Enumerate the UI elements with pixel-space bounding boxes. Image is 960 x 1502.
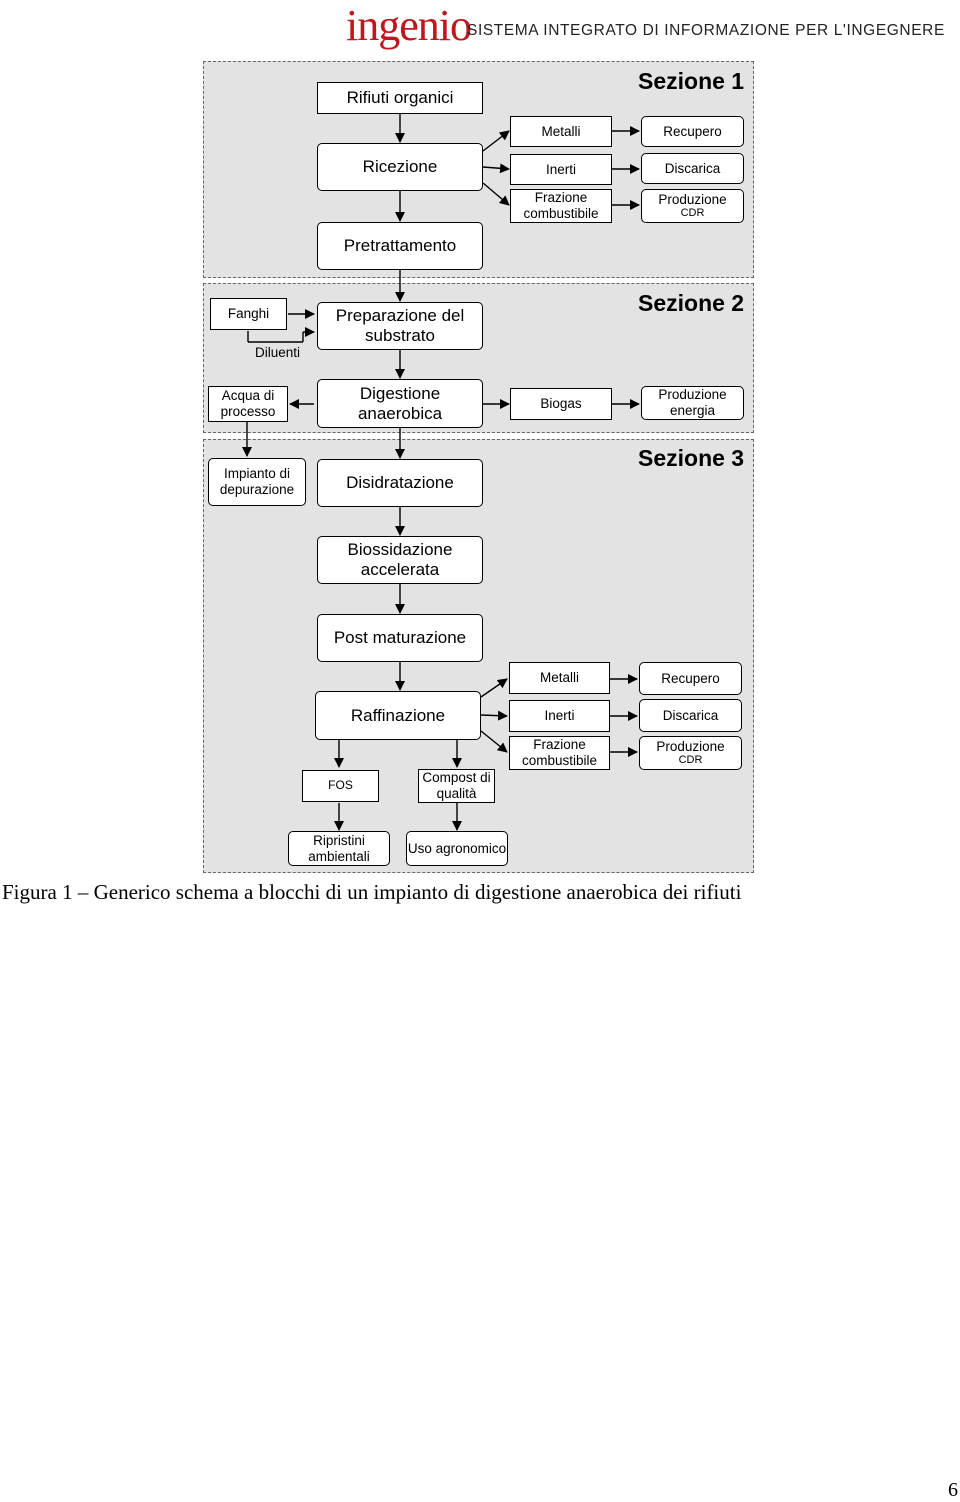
g1-cdr-label: CDR xyxy=(680,207,705,220)
logo-text: ingenio xyxy=(346,1,472,50)
node-fos: FOS xyxy=(302,770,379,802)
g2-metalli: Metalli xyxy=(509,662,610,694)
g1-inerti: Inerti xyxy=(510,154,612,185)
node-ricezione: Ricezione xyxy=(317,143,483,191)
section-1-title: Sezione 1 xyxy=(638,68,745,94)
node-digestione-anaerobica: Digestione anaerobica xyxy=(317,379,483,428)
g1-produzione-cdr: Produzione CDR xyxy=(641,189,744,223)
g2-produzione-label: Produzione xyxy=(656,738,725,754)
node-biossidazione-accelerata: Biossidazione accelerata xyxy=(317,536,483,584)
node-biogas: Biogas xyxy=(510,388,612,420)
node-rifiuti-organici: Rifiuti organici xyxy=(317,82,483,114)
node-ripristini-ambientali: Ripristini ambientali xyxy=(288,831,390,866)
section-3-title: Sezione 3 xyxy=(638,445,745,471)
node-post-maturazione: Post maturazione xyxy=(317,614,483,662)
figure-caption: Figura 1 – Generico schema a blocchi di … xyxy=(2,880,742,904)
g1-discarica: Discarica xyxy=(641,153,744,184)
g1-recupero: Recupero xyxy=(641,116,744,147)
node-produzione-energia: Produzione energia xyxy=(641,386,744,420)
page-number: 6 xyxy=(948,1479,958,1501)
node-pretrattamento: Pretrattamento xyxy=(317,222,483,270)
section-2-title: Sezione 2 xyxy=(638,290,745,316)
node-fanghi: Fanghi xyxy=(210,298,287,330)
g2-cdr-label: CDR xyxy=(678,754,703,767)
label-diluenti: Diluenti xyxy=(255,345,301,360)
node-preparazione-substrato: Preparazione del substrato xyxy=(317,302,483,350)
g2-inerti: Inerti xyxy=(509,700,610,732)
node-raffinazione: Raffinazione xyxy=(315,691,481,740)
g1-produzione-label: Produzione xyxy=(658,191,727,207)
node-acqua-di-processo: Acqua di processo xyxy=(208,386,288,422)
node-disidratazione: Disidratazione xyxy=(317,459,483,507)
node-impianto-depurazione: Impianto di depurazione xyxy=(208,458,306,506)
g1-frazione-combustibile: Frazione combustibile xyxy=(510,189,612,223)
g2-produzione-cdr: Produzione CDR xyxy=(639,736,742,770)
header-tagline: SISTEMA INTEGRATO DI INFORMAZIONE PER L'… xyxy=(467,22,945,39)
g1-metalli: Metalli xyxy=(510,116,612,147)
node-uso-agronomico: Uso agronomico xyxy=(406,831,508,866)
node-compost-qualita: Compost di qualità xyxy=(418,769,495,803)
g2-discarica: Discarica xyxy=(639,699,742,732)
g2-frazione-combustibile: Frazione combustibile xyxy=(509,736,610,770)
g2-recupero: Recupero xyxy=(639,662,742,695)
